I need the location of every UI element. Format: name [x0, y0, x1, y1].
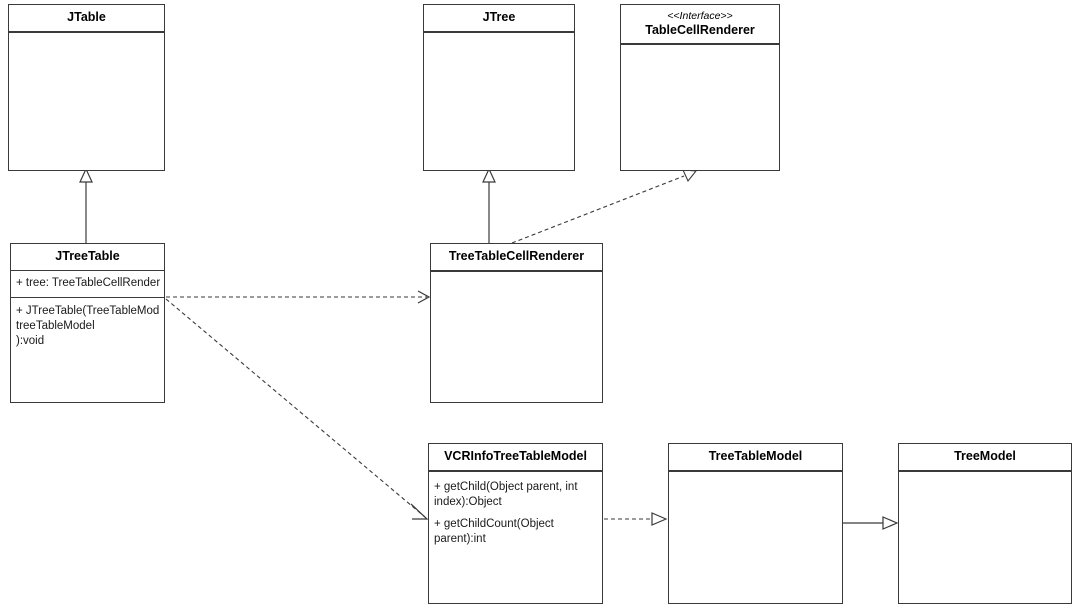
class-box-treemodel[interactable]: TreeModel: [898, 443, 1072, 604]
relation-dependency-jtreetable-vcrinfotreetablemodel: [165, 298, 429, 520]
class-box-treetablemodel[interactable]: TreeTableModel: [668, 443, 843, 604]
header-separator: [424, 31, 574, 35]
class-box-vcrinfotreetablemodel[interactable]: VCRInfoTreeTableModel + getChild(Object …: [428, 443, 603, 604]
header-separator: [9, 31, 164, 35]
header-separator: [899, 470, 1071, 474]
class-name-vcrinfotreetablemodel: VCRInfoTreeTableModel: [429, 444, 602, 471]
stereotype-label-interface: <<Interface>>: [667, 10, 733, 22]
class-body-tablecellrenderer: [621, 47, 779, 170]
class-body-jtable: [9, 34, 164, 170]
class-body-treetablemodel: [669, 473, 842, 603]
relation-generalization-jtreetable-jtable: [79, 167, 93, 243]
relation-realization-vcrinfotreetablemodel-treetablemodel: [604, 512, 668, 526]
class-box-jtreetable[interactable]: JTreeTable + tree: TreeTableCellRender +…: [10, 243, 165, 403]
attribute-row: + tree: TreeTableCellRender: [16, 276, 161, 289]
class-box-tablecellrenderer[interactable]: <<Interface>> TableCellRenderer: [620, 4, 780, 171]
class-name-treetablemodel: TreeTableModel: [669, 444, 842, 471]
attributes-compartment-jtreetable: + tree: TreeTableCellRender: [11, 271, 164, 298]
class-body-treemodel: [899, 473, 1071, 603]
class-body-jtree: [424, 34, 574, 170]
class-name-jtree: JTree: [424, 5, 574, 32]
operation-row: + getChildCount(Object parent):int: [434, 517, 554, 546]
class-name-tablecellrenderer: <<Interface>> TableCellRenderer: [621, 5, 779, 45]
header-separator: [621, 44, 779, 48]
class-name-jtable: JTable: [9, 5, 164, 32]
class-name-treemodel: TreeModel: [899, 444, 1071, 471]
relation-dependency-jtreetable-treetablecellrenderer: [166, 290, 431, 304]
header-separator: [669, 470, 842, 474]
class-body-treetablecellrenderer: [431, 273, 602, 402]
operations-compartment-jtreetable: + JTreeTable(TreeTableMod treeTableModel…: [11, 298, 164, 402]
operations-compartment-vcrinfotreetablemodel: + getChild(Object parent, int index):Obj…: [429, 474, 602, 603]
operation-row: + getChild(Object parent, int index):Obj…: [434, 480, 578, 508]
header-separator: [429, 470, 602, 474]
class-box-jtable[interactable]: JTable: [8, 4, 165, 171]
class-name-jtreetable: JTreeTable: [11, 244, 164, 271]
class-name-treetablecellrenderer: TreeTableCellRenderer: [431, 244, 602, 271]
relation-generalization-treetablecellrenderer-jtree: [482, 167, 496, 243]
header-separator: [431, 270, 602, 274]
relation-realization-treetablecellrenderer-tablecellrenderer: [511, 169, 698, 244]
class-box-treetablecellrenderer[interactable]: TreeTableCellRenderer: [430, 243, 603, 403]
class-box-jtree[interactable]: JTree: [423, 4, 575, 171]
operation-row: + JTreeTable(TreeTableMod treeTableModel…: [16, 304, 160, 347]
class-name-text: TableCellRenderer: [645, 22, 755, 37]
